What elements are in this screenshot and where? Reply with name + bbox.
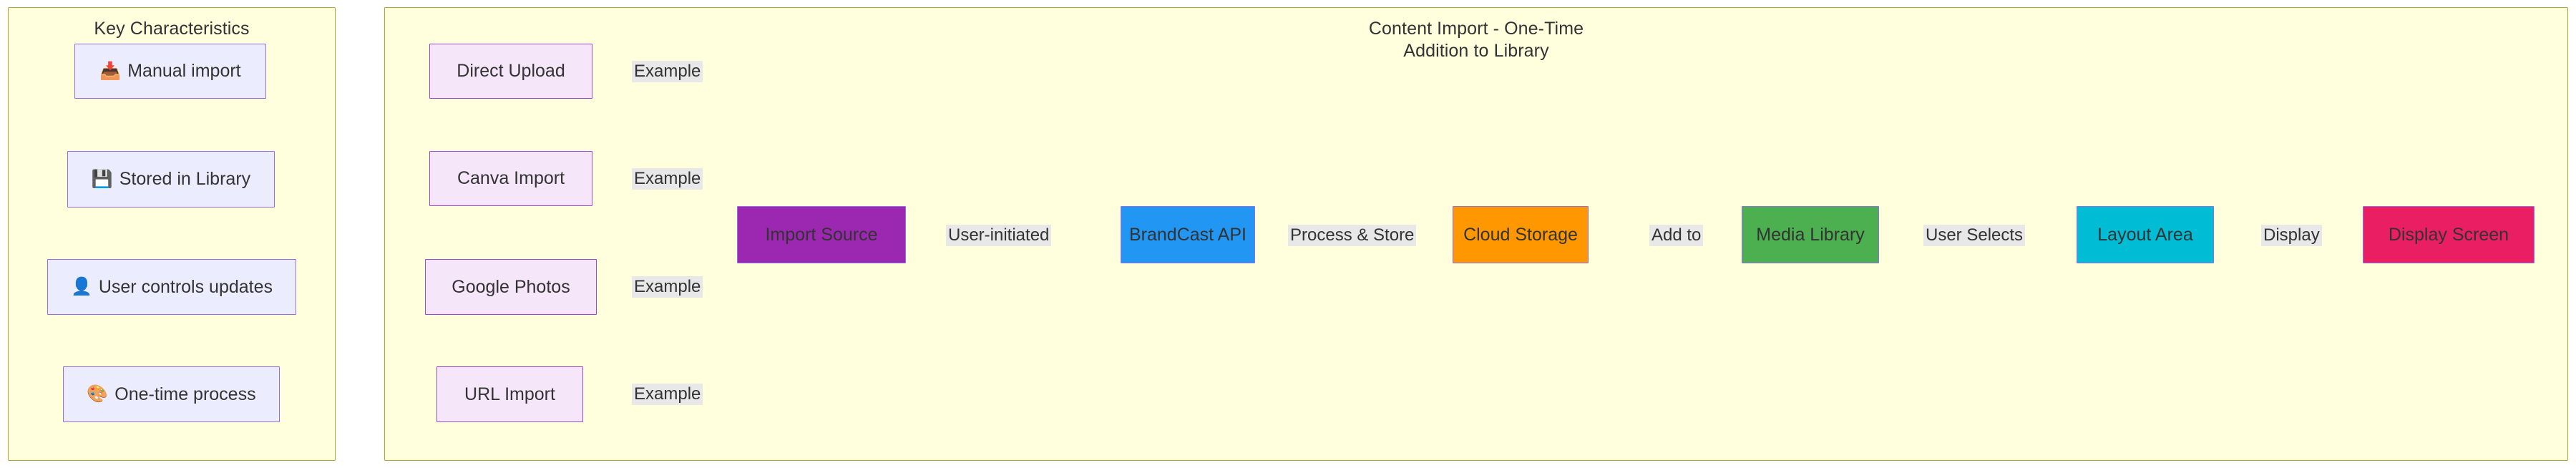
characteristic-label: One-time process: [114, 384, 256, 404]
node-canva-import[interactable]: Canva Import: [429, 151, 592, 206]
node-label: Google Photos: [452, 276, 570, 297]
node-cloud-storage[interactable]: Cloud Storage: [1453, 206, 1589, 263]
node-display-screen[interactable]: Display Screen: [2363, 206, 2534, 263]
node-label: URL Import: [464, 384, 555, 404]
characteristic-manual-import[interactable]: 📥 Manual import: [74, 44, 266, 99]
edge-label-url-import-example: Example: [632, 384, 703, 405]
node-label: Import Source: [765, 224, 878, 245]
inbox-tray-icon: 📥: [99, 61, 122, 81]
node-google-photos[interactable]: Google Photos: [425, 259, 597, 315]
node-media-library[interactable]: Media Library: [1742, 206, 1879, 263]
node-brandcast-api[interactable]: BrandCast API: [1121, 206, 1255, 263]
flow-panel-title-line-2: Addition to Library: [1403, 41, 1549, 61]
node-import-source[interactable]: Import Source: [737, 206, 906, 263]
node-label: Display Screen: [2388, 224, 2509, 245]
node-label: Direct Upload: [457, 61, 565, 81]
node-label: Canva Import: [457, 168, 565, 188]
node-label: Layout Area: [2097, 224, 2193, 245]
edge-label-add-to: Add to: [1649, 225, 1704, 246]
edge-label-display: Display: [2261, 225, 2322, 246]
node-layout-area[interactable]: Layout Area: [2077, 206, 2214, 263]
edge-label-canva-import-example: Example: [632, 168, 703, 190]
node-label: BrandCast API: [1129, 224, 1246, 245]
characteristic-label: Stored in Library: [119, 169, 251, 189]
node-label: Cloud Storage: [1463, 224, 1578, 245]
characteristic-one-time-process[interactable]: 🎨 One-time process: [63, 366, 280, 422]
user-silhouette-icon: 👤: [70, 277, 92, 296]
node-url-import[interactable]: URL Import: [436, 366, 583, 422]
characteristic-user-controls-updates[interactable]: 👤 User controls updates: [47, 259, 296, 315]
key-characteristics-title: Key Characteristics: [94, 19, 250, 39]
edge-label-user-selects: User Selects: [1923, 225, 2026, 246]
floppy-disk-icon: 💾: [91, 169, 113, 189]
edge-label-google-photos-example: Example: [632, 276, 703, 298]
edge-label-process-and-store: Process & Store: [1288, 225, 1417, 246]
characteristic-stored-in-library[interactable]: 💾 Stored in Library: [67, 151, 275, 208]
node-direct-upload[interactable]: Direct Upload: [429, 44, 592, 99]
node-label: Media Library: [1756, 224, 1865, 245]
characteristic-label: Manual import: [127, 61, 241, 81]
edge-label-direct-upload-example: Example: [632, 61, 703, 82]
artist-palette-icon: 🎨: [87, 384, 109, 404]
edge-label-user-initiated: User-initiated: [946, 225, 1052, 246]
flow-panel-title-line-1: Content Import - One-Time: [1368, 19, 1584, 39]
characteristic-label: User controls updates: [98, 276, 273, 297]
